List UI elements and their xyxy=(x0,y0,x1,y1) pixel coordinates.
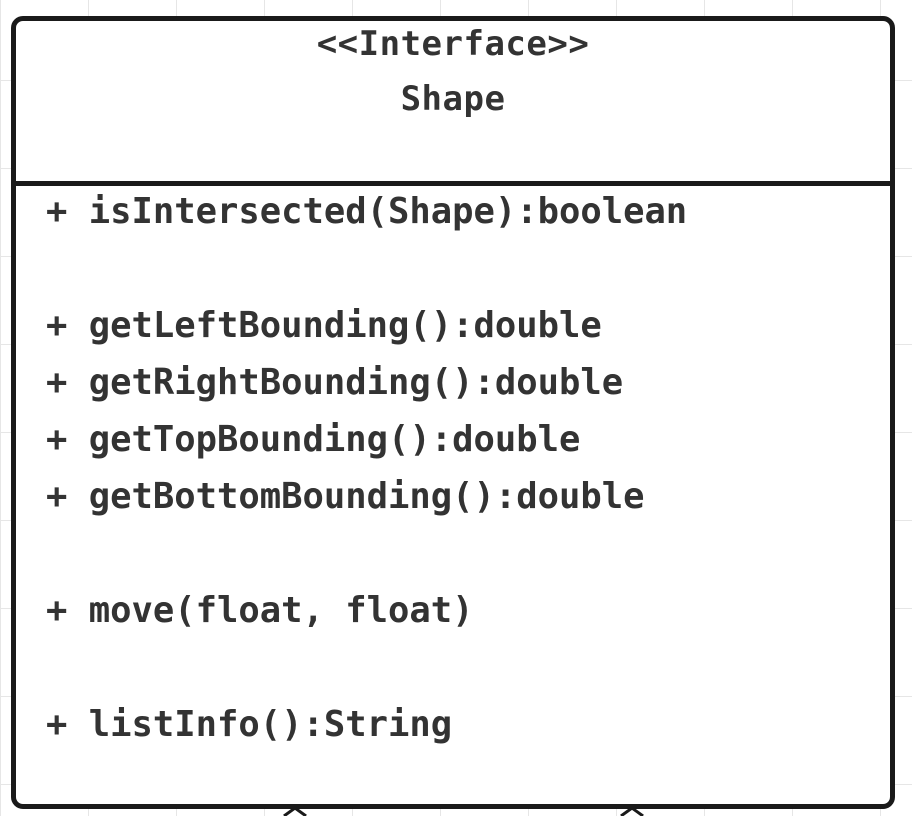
interface-shape-class-box[interactable]: <<Interface>> Shape + isIntersected(Shap… xyxy=(11,16,895,809)
method-get-right-bounding: + getRightBounding():double xyxy=(46,362,624,403)
method-is-intersected: + isIntersected(Shape):boolean xyxy=(46,191,688,232)
method-move: + move(float, float) xyxy=(46,590,474,631)
method-get-top-bounding: + getTopBounding():double xyxy=(46,419,581,460)
inheritance-arrow-left-icon xyxy=(283,808,307,816)
method-get-left-bounding: + getLeftBounding():double xyxy=(46,305,602,346)
inheritance-arrow-right-icon xyxy=(620,808,644,816)
method-list-info: + listInfo():String xyxy=(46,704,453,745)
stereotype-label: <<Interface>> xyxy=(316,24,590,64)
class-header: <<Interface>> Shape xyxy=(16,21,890,186)
method-get-bottom-bounding: + getBottomBounding():double xyxy=(46,476,645,517)
class-name: Shape xyxy=(400,79,506,119)
